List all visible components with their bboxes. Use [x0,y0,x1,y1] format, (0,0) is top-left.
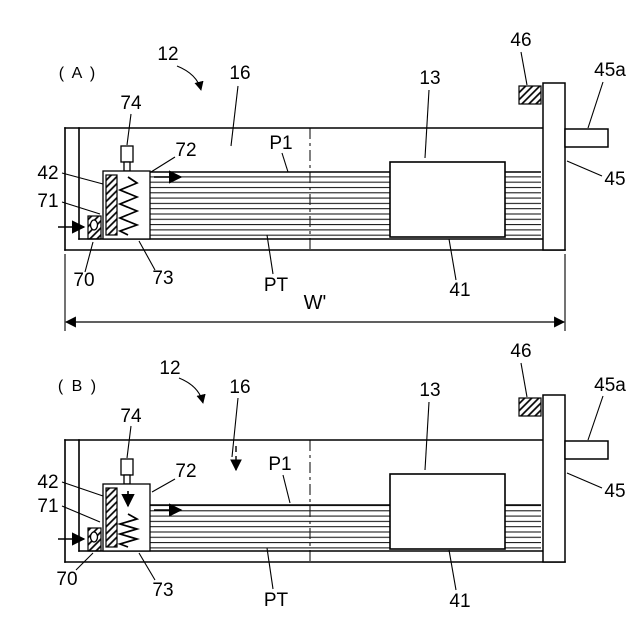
ref-42-label: 42 [37,472,58,493]
ref-74-label: 74 [120,406,142,427]
rod-74 [120,458,134,476]
spring-71 [117,176,140,236]
leader-73 [138,240,156,271]
rod-74-stem [123,161,131,172]
feed-mechanism-b [58,458,151,552]
paper-stack-b [150,446,541,550]
leader-72 [151,478,176,493]
ref-42-label: 42 [37,163,58,184]
ref-12-label: 12 [159,358,180,379]
leader-74 [126,425,132,459]
pad-70-roller [89,531,99,543]
tray-structure-b [64,394,609,563]
rod-74 [120,145,134,163]
leader-45a [587,395,604,441]
leader-lines-a [61,51,604,281]
paper-stack-a [150,161,541,238]
leader-pt [266,234,274,275]
leader-71 [61,201,101,215]
leader-45 [566,160,603,177]
leader-p1 [281,152,289,173]
ref-pt-label: PT [264,590,289,611]
block-41 [389,161,506,238]
ref-70-label: 70 [56,569,77,590]
ref-45a-label: 45a [594,375,626,396]
leader-16 [231,397,239,458]
ref-12-label: 12 [157,44,178,65]
panel-b-letter: ( B ) [58,378,98,395]
leader-45 [566,472,603,489]
spring-71-compressed [116,513,141,548]
leader-46 [520,362,528,398]
leader-70 [84,241,94,273]
leader-42 [61,172,104,185]
ref-45-label: 45 [604,169,625,190]
ref-16-label: 16 [229,63,250,84]
leader-16 [230,85,239,147]
leader-73 [138,552,156,581]
leader-13 [424,401,430,471]
end-plate-45 [542,82,566,251]
ref-71-label: 71 [37,191,58,212]
ref-45a-label: 45a [594,60,626,81]
pad-70-roller [89,219,99,231]
stopper-46 [518,397,542,417]
ref-71-label: 71 [37,496,58,517]
panel-a-letter: ( A ) [59,65,97,82]
block-41 [389,473,506,550]
ref-73-label: 73 [152,268,173,289]
stopper-46 [518,85,542,105]
leader-41 [448,549,457,591]
hatched-guide-42 [105,174,118,236]
ref-72-label: 72 [175,140,196,161]
leader-arrow-12 [178,377,206,404]
leader-pt [266,547,274,590]
leader-arrow-12 [176,65,204,91]
ref-73-label: 73 [152,580,173,601]
ref-13-label: 13 [419,380,440,401]
width-dimension: W' [64,254,566,331]
tray-structure-a [64,82,609,251]
ref-45-label: 45 [604,481,625,502]
leader-42 [61,481,104,497]
ref-labels-b: 12 16 13 46 45a 45 74 72 42 71 70 73 P1 … [37,341,626,612]
feed-mechanism-a [58,145,151,240]
tab-45a [564,128,609,148]
leader-71 [61,505,101,523]
ref-pt-label: PT [264,275,289,296]
ref-41-label: 41 [449,591,470,612]
ref-41-label: 41 [449,280,470,301]
leader-45a [587,81,604,129]
hatched-guide-42 [105,487,118,548]
ref-74-label: 74 [120,93,142,114]
leader-41 [448,238,457,281]
leader-13 [424,89,430,159]
panel-b: ( B ) [37,341,626,612]
ref-46-label: 46 [510,30,531,51]
width-dimension-label: W' [304,292,327,314]
tab-45a [564,440,609,460]
leader-70 [75,552,94,571]
ref-labels-a: 12 16 13 46 45a 45 74 72 42 71 70 73 P1 … [37,30,626,301]
leader-72 [150,156,176,173]
leader-lines-b [61,362,604,591]
ref-p1-label: P1 [268,454,291,475]
end-plate-45 [542,394,566,563]
leader-74 [126,113,132,146]
leader-46 [520,51,528,86]
panel-a: ( A ) [37,30,626,301]
ref-13-label: 13 [419,68,440,89]
ref-46-label: 46 [510,341,531,362]
rod-74-stem [123,474,131,485]
ref-p1-label: P1 [269,133,292,154]
ref-16-label: 16 [229,377,250,398]
ref-72-label: 72 [175,461,196,482]
ref-70-label: 70 [73,270,94,291]
leader-p1 [282,474,291,504]
